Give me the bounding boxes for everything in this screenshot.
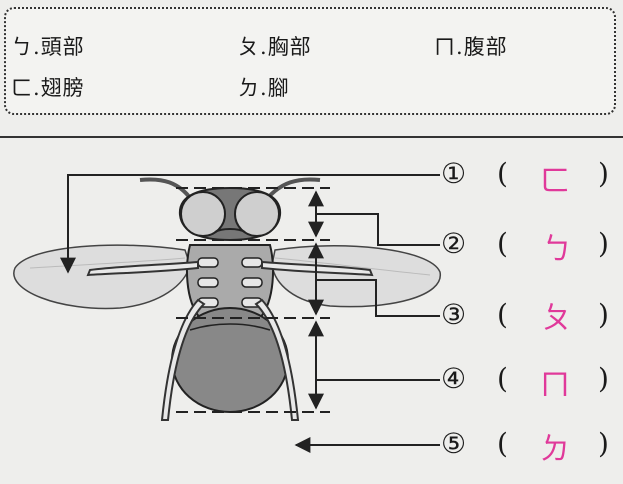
question-5-answer: ㄉ bbox=[540, 432, 570, 467]
option-a: ㄅ.頭部 bbox=[11, 35, 85, 59]
left-wing bbox=[13, 244, 191, 310]
question-5-number: ⑤ bbox=[441, 427, 467, 460]
question-2-open-paren: ( bbox=[497, 227, 508, 260]
option-e: ㄉ.腳 bbox=[238, 76, 290, 100]
question-1-open-paren: ( bbox=[497, 157, 508, 190]
question-3-number: ③ bbox=[441, 298, 467, 331]
question-2-close-paren: ) bbox=[598, 227, 609, 260]
question-4-answer: ㄇ bbox=[540, 368, 570, 403]
right-eye bbox=[234, 191, 280, 237]
question-3-open-paren: ( bbox=[497, 298, 508, 331]
question-5-open-paren: ( bbox=[497, 427, 508, 460]
question-2-number: ② bbox=[441, 227, 467, 260]
question-4-number: ④ bbox=[441, 362, 467, 395]
question-1-answer: ㄈ bbox=[540, 164, 570, 199]
question-1-close-paren: ) bbox=[598, 157, 609, 190]
option-d: ㄈ.翅膀 bbox=[11, 76, 85, 100]
option-b: ㄆ.胸部 bbox=[238, 35, 312, 59]
right-wing bbox=[271, 245, 441, 308]
question-4-close-paren: ) bbox=[598, 362, 609, 395]
question-1-number: ① bbox=[441, 157, 467, 190]
left-eye bbox=[180, 191, 226, 237]
option-c: ㄇ.腹部 bbox=[434, 35, 508, 59]
question-3-close-paren: ) bbox=[598, 298, 609, 331]
leg-mid-left bbox=[160, 298, 206, 421]
question-5-close-paren: ) bbox=[598, 427, 609, 460]
leg-front-left bbox=[86, 260, 199, 277]
question-3-answer: ㄆ bbox=[542, 301, 572, 336]
leg-mid-right bbox=[254, 298, 300, 421]
options-box: ㄅ.頭部 ㄆ.胸部 ㄇ.腹部 ㄈ.翅膀 ㄉ.腳 bbox=[4, 7, 616, 115]
question-4-open-paren: ( bbox=[497, 362, 508, 395]
question-2-answer: ㄅ bbox=[542, 232, 572, 267]
